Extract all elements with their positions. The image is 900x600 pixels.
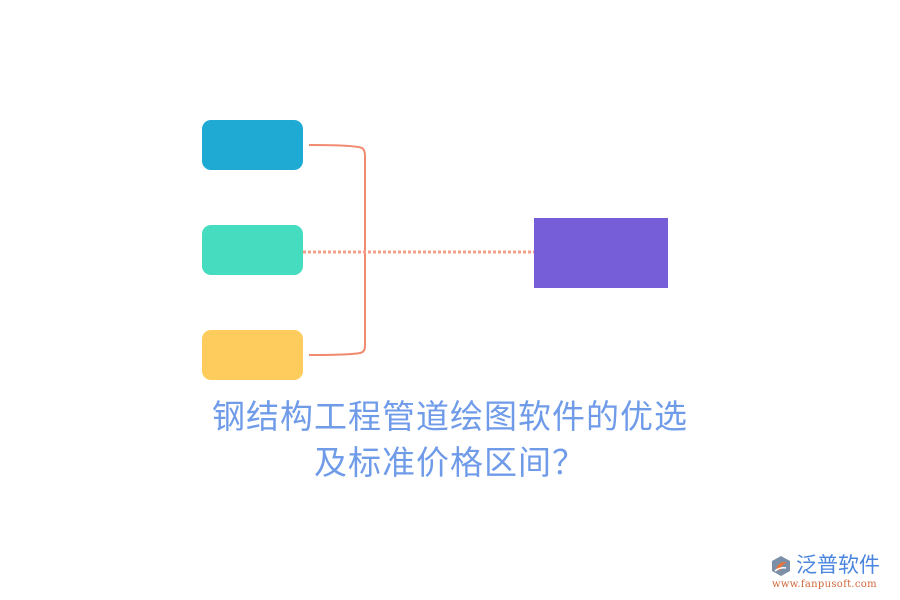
title-line-1: 钢结构工程管道绘图软件的优选 [212,397,688,436]
watermark-brand: 泛普软件 [796,553,880,577]
source-box-3 [202,330,303,380]
source-box-1 [202,120,303,170]
source-box-2 [202,225,303,275]
watermark-url: www.fanpusoft.com [772,579,877,590]
title-line-2: 及标准价格区间？ [314,443,586,482]
target-box [534,218,668,288]
fanpu-logo-icon [772,556,790,576]
watermark-logo: 泛普软件 www.fanpusoft.com [770,553,895,593]
